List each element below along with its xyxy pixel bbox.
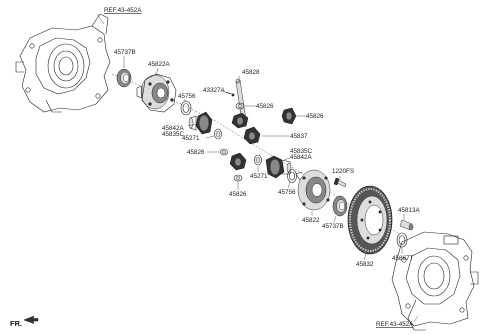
- label-45842a-mid: 45842A: [290, 154, 313, 161]
- lock-pin-43327a: [225, 91, 235, 97]
- pinion-washer-45826-c: [220, 148, 228, 156]
- pinion-gear-45837: [243, 126, 261, 145]
- label-45737b-bottom: 45737B: [322, 223, 344, 230]
- label-45737b-top: 45737B: [114, 49, 136, 56]
- pinion-washer-45826-d: [233, 174, 243, 182]
- front-direction-label: FR.: [10, 319, 22, 328]
- label-45832: 45832: [356, 261, 374, 268]
- label-45822a: 45822A: [148, 61, 171, 68]
- label-45828: 45828: [242, 69, 260, 76]
- thrust-washer-45271-mid: [254, 154, 262, 166]
- label-45835c-mid: 45835C: [290, 148, 313, 155]
- bushing-45813a: [399, 219, 414, 231]
- side-gear-45842a-top: [188, 111, 213, 135]
- transaxle-housing-bottom: [391, 231, 479, 331]
- ref-label-top[interactable]: REF.43-452A: [104, 7, 142, 14]
- pinion-washer-45826-a: [235, 102, 245, 110]
- differential-case-45822a: [136, 73, 177, 113]
- ring-gear-45832: [347, 185, 393, 255]
- label-45756-top: 45756: [178, 93, 196, 100]
- pinion-gear-lower: [229, 152, 247, 171]
- label-43327a: 43327A: [203, 87, 226, 94]
- label-45826-c: 45826: [187, 149, 205, 156]
- bearing-45737b-bottom: [332, 195, 348, 217]
- transaxle-housing-top: [15, 13, 111, 113]
- label-45837: 45837: [290, 133, 308, 140]
- label-45271-mid: 45271: [250, 173, 268, 180]
- front-arrow-icon: [23, 315, 39, 324]
- washer-45756-mid: [287, 169, 297, 183]
- washer-45756-top: [180, 100, 192, 116]
- differential-case-45822: [295, 169, 331, 211]
- label-45271-top: 45271: [182, 135, 200, 142]
- label-45835c-top: 45835C: [162, 131, 185, 138]
- bolt-1220fs: [333, 177, 347, 188]
- label-45867t: 45867T: [392, 255, 414, 262]
- pinion-gear-upper: [231, 112, 249, 129]
- pinion-washer-45826-b: [281, 107, 297, 125]
- label-45813a: 45813A: [398, 207, 421, 214]
- label-45822: 45822: [302, 217, 320, 224]
- bearing-45737b-top: [116, 68, 132, 88]
- ref-label-bottom[interactable]: REF.43-452A: [376, 321, 414, 328]
- shim-45867t: [396, 232, 408, 248]
- label-45756-mid: 45756: [278, 189, 296, 196]
- side-gear-45842a-mid: [265, 155, 292, 179]
- label-45826-a: 45826: [256, 103, 274, 110]
- label-45842a-top: 45842A: [162, 125, 185, 132]
- thrust-washer-45271-top: [214, 128, 222, 140]
- label-45826-d: 45826: [229, 191, 247, 198]
- label-1220fs: 1220FS: [332, 168, 354, 175]
- label-45826-b: 45826: [306, 113, 324, 120]
